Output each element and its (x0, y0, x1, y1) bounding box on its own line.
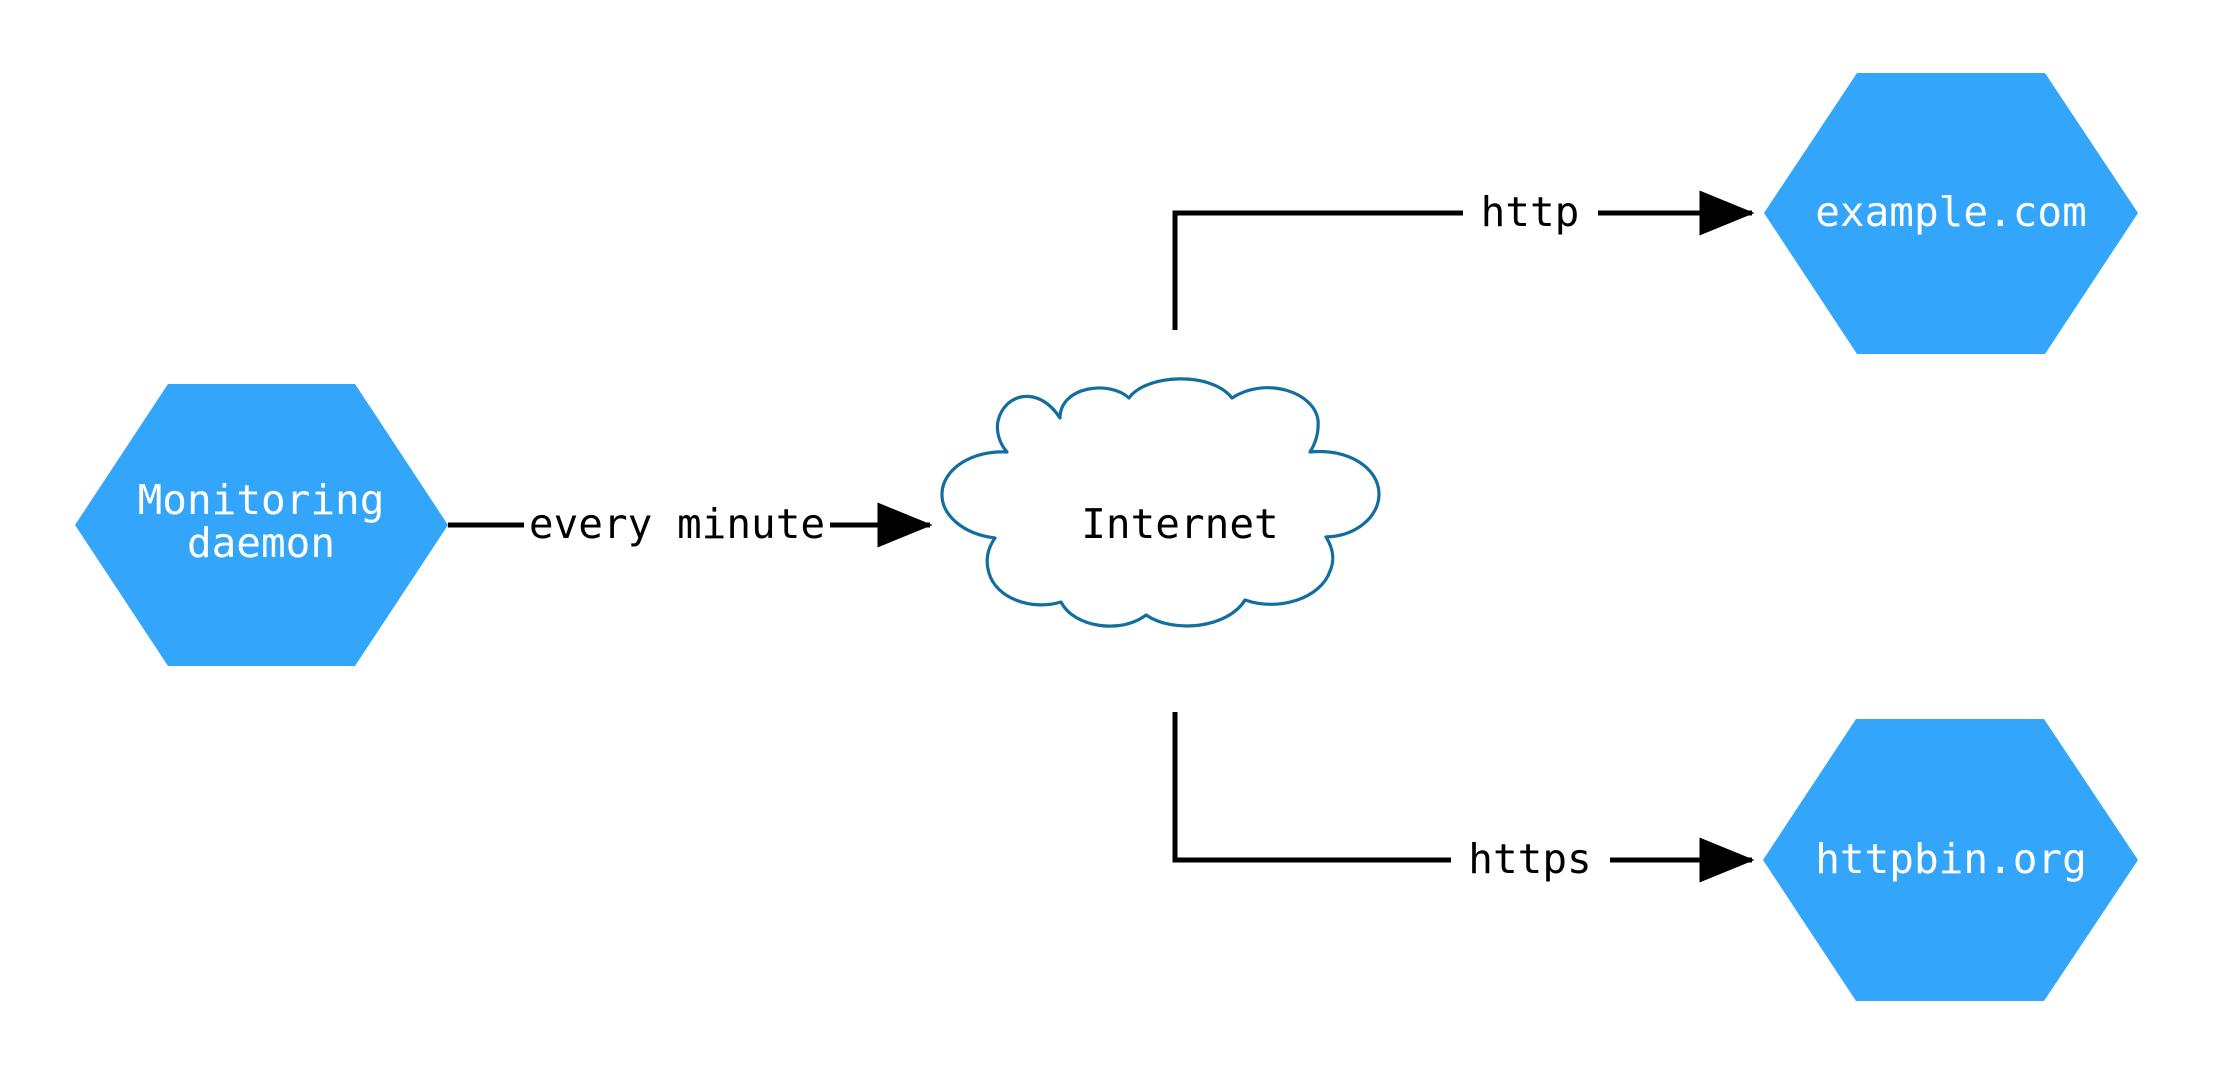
node-internet[interactable]: Internet (940, 377, 1381, 628)
edge-label-https: https (1468, 835, 1591, 883)
monitoring-daemon-hexagon[interactable] (75, 384, 448, 666)
internet-label: Internet (1081, 500, 1278, 548)
edge-internet-to-httpbin-elbow (1172, 712, 1451, 863)
example-com-label: example.com (1815, 188, 2087, 236)
node-httpbin-org[interactable]: httpbin.org (1763, 719, 2138, 1001)
example-com-hexagon[interactable] (1764, 73, 2138, 354)
node-example-com[interactable]: example.com (1764, 73, 2138, 354)
node-monitoring-daemon[interactable]: Monitoring daemon (75, 384, 448, 666)
httpbin-org-label: httpbin.org (1815, 835, 2087, 883)
monitoring-daemon-label-line2: daemon (187, 519, 335, 567)
edge-daemon-to-internet: every minute (448, 500, 933, 548)
monitoring-daemon-label-line1: Monitoring (138, 476, 385, 524)
internet-cloud-shape[interactable] (940, 377, 1381, 628)
edge-internet-to-example-elbow (1172, 210, 1463, 330)
edge-internet-to-httpbin: https (1172, 712, 1755, 883)
edge-internet-to-example: http (1172, 188, 1755, 330)
edge-label-every-minute: every minute (529, 500, 825, 548)
edge-label-http: http (1481, 188, 1580, 236)
httpbin-org-hexagon[interactable] (1763, 719, 2138, 1001)
